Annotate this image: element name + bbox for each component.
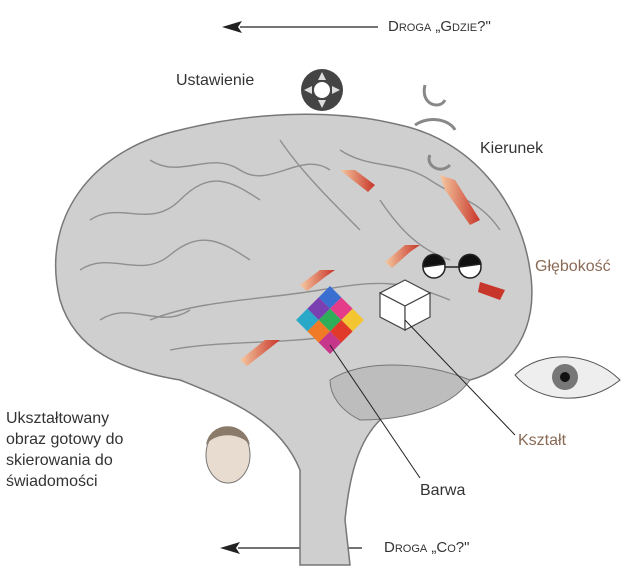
direction-arrows-icon [414, 84, 457, 171]
orientation-label: Ustawienie [176, 72, 255, 89]
depth-label: Głębokość [535, 258, 611, 275]
red-arrow [478, 282, 505, 300]
label-line: Ukształtowany [6, 410, 110, 427]
conscious-image-label: Ukształtowany obraz gotowy do skierowani… [6, 408, 123, 492]
shape-label: Kształt [518, 432, 567, 449]
label-line: świadomości [6, 473, 98, 490]
red-arrow [385, 245, 420, 268]
orientation-icon [301, 69, 343, 111]
red-arrow [440, 175, 480, 225]
label-line: obraz gotowy do [6, 431, 124, 448]
processing-arrows [240, 170, 505, 366]
direction-label: Kierunek [480, 140, 544, 157]
where-pathway-arrow [222, 21, 378, 33]
shape-cube-icon [378, 279, 432, 331]
leader-lines [329, 319, 516, 479]
red-arrow [340, 170, 375, 192]
red-arrow [240, 340, 280, 366]
eye-illustration [514, 356, 621, 399]
depth-glasses-icon [422, 253, 482, 279]
red-arrow [300, 270, 335, 291]
what-pathway-label: Droga „Co?" [384, 539, 470, 556]
head-illustration [205, 426, 251, 484]
color-label: Barwa [420, 482, 466, 499]
label-line: skierowania do [6, 452, 113, 469]
where-pathway-label: Droga „Gdzie?" [388, 18, 491, 35]
